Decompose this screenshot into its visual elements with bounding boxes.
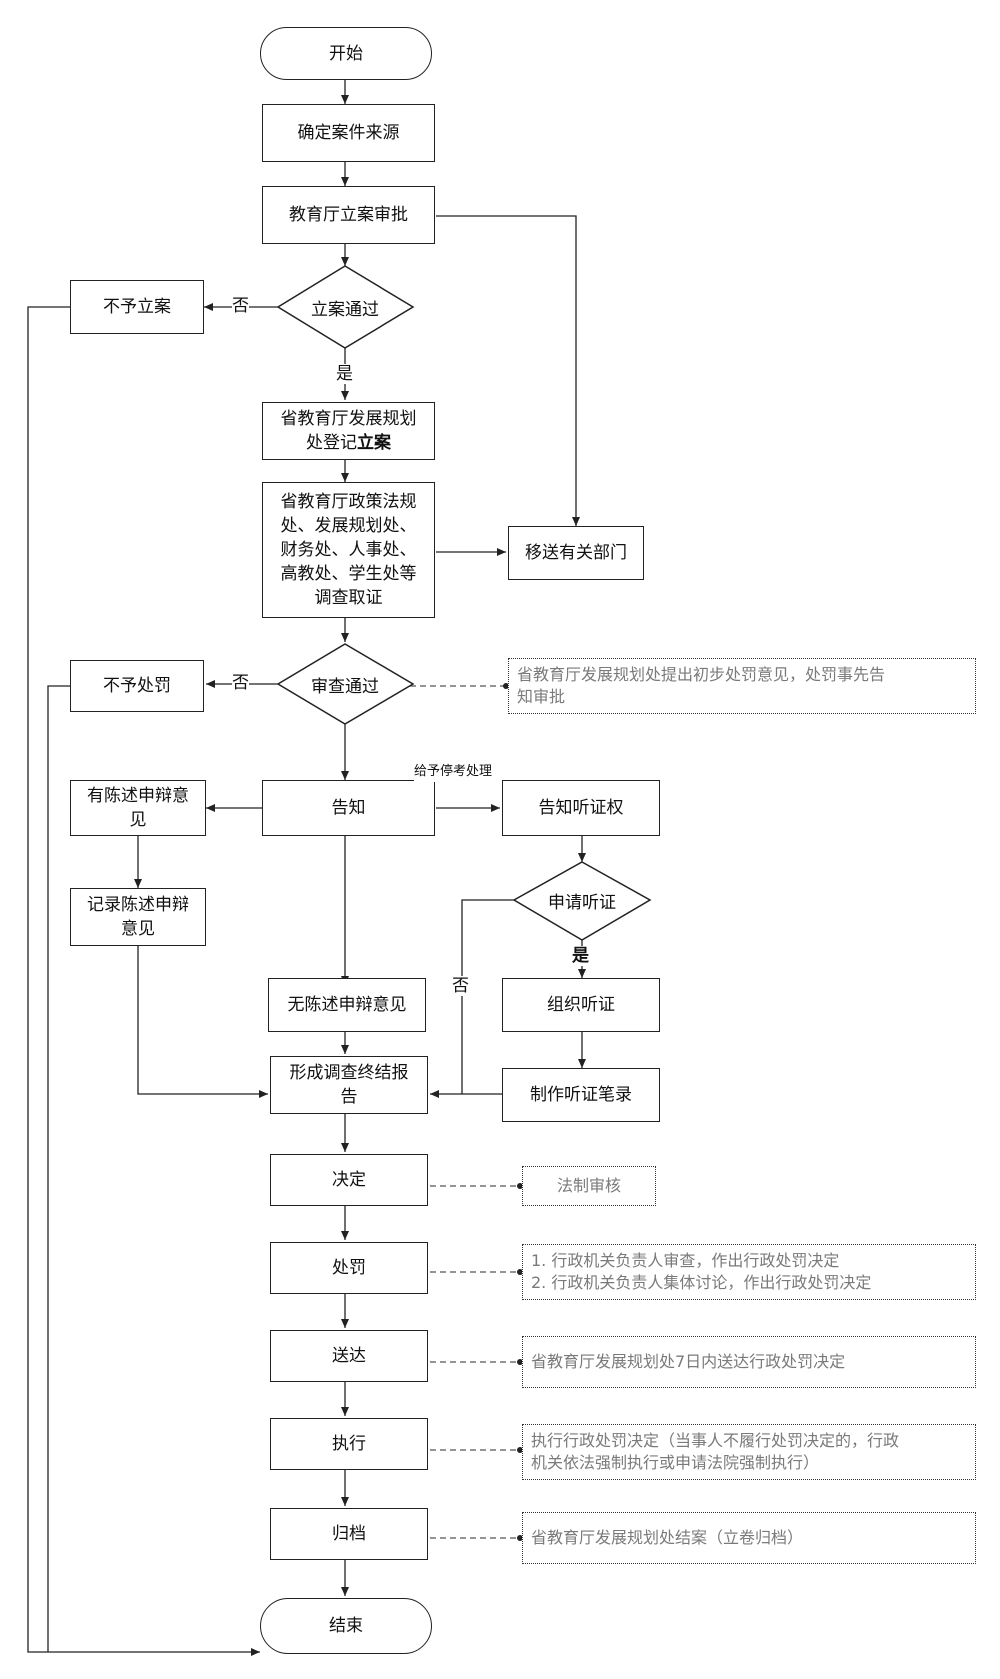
label-yes-apply: 是	[572, 946, 589, 966]
no-filing-label: 不予立案	[103, 297, 171, 317]
notify-hearing-label: 告知听证权	[538, 798, 624, 818]
notify-label: 告知	[331, 798, 366, 818]
investigate-line2: 处、发展规划处、	[280, 516, 417, 536]
punish-note: 1. 行政机关负责人审查，作出行政处罚决定 2. 行政机关负责人集体讨论，作出行…	[522, 1244, 976, 1300]
arrow-record-report	[137, 946, 268, 1098]
end-label: 结束	[329, 1616, 363, 1636]
confirm-source-box: 确定案件来源	[262, 104, 435, 162]
investigate-line4: 高教处、学生处等	[280, 564, 417, 584]
organize-hearing-box: 组织听证	[502, 978, 660, 1032]
archive-label: 归档	[332, 1524, 366, 1544]
archive-note: 省教育厅发展规划处结案（立卷归档）	[522, 1512, 976, 1564]
execute-label: 执行	[332, 1434, 366, 1454]
execute-note-line2: 机关依法强制执行或申请法院强制执行）	[531, 1453, 820, 1472]
punish-note-line2: 2. 行政机关负责人集体讨论，作出行政处罚决定	[531, 1273, 872, 1292]
has-statement-line1: 有陈述申辩意	[87, 786, 189, 806]
confirm-source-label: 确定案件来源	[297, 123, 400, 143]
review-note: 省教育厅发展规划处提出初步处罚意见，处罚事先告 知审批	[508, 658, 976, 714]
approval-box: 教育厅立案审批	[262, 186, 435, 244]
final-report-line1: 形成调查终结报	[289, 1063, 409, 1083]
line-nopenalty-end	[47, 685, 70, 1652]
end-terminator: 结束	[260, 1598, 432, 1654]
has-statement-line2: 见	[129, 810, 147, 830]
investigate-line5: 调查取证	[314, 588, 383, 608]
label-no-filing: 否	[232, 296, 249, 316]
no-statement-box: 无陈述申辩意见	[268, 978, 426, 1032]
punish-box: 处罚	[270, 1242, 428, 1294]
decide-box: 决定	[270, 1154, 428, 1206]
line-apply-no	[461, 899, 514, 1094]
start-terminator: 开始	[260, 27, 432, 80]
review-pass-text: 审查通过	[311, 676, 379, 697]
decide-label: 决定	[332, 1170, 366, 1190]
diamond-filing-pass	[276, 265, 415, 349]
deliver-note-text: 省教育厅发展规划处7日内送达行政处罚决定	[531, 1352, 846, 1371]
investigate-line1: 省教育厅政策法规	[280, 492, 417, 512]
no-statement-label: 无陈述申辩意见	[287, 995, 407, 1015]
execute-note-line1: 执行行政处罚决定（当事人不履行处罚决定的，行政	[531, 1431, 900, 1450]
final-report-line2: 告	[340, 1087, 358, 1107]
filing-pass-text: 立案通过	[311, 299, 379, 320]
no-penalty-label: 不予处罚	[103, 676, 171, 696]
deliver-label: 送达	[332, 1346, 366, 1366]
register-line1: 省教育厅发展规划	[280, 409, 417, 429]
no-penalty-box: 不予处罚	[70, 660, 204, 712]
review-note-line1: 省教育厅发展规划处提出初步处罚意见，处罚事先告	[517, 665, 886, 684]
final-report-box: 形成调查终结报 告	[270, 1056, 428, 1114]
label-no-review: 否	[232, 673, 249, 693]
label-yes-filing: 是	[336, 364, 353, 384]
filing-pass-label: 立案通过	[290, 294, 400, 320]
hearing-record-box: 制作听证笔录	[502, 1068, 660, 1122]
deliver-note: 省教育厅发展规划处7日内送达行政处罚决定	[522, 1336, 976, 1388]
transfer-box: 移送有关部门	[508, 526, 644, 580]
deliver-box: 送达	[270, 1330, 428, 1382]
execute-box: 执行	[270, 1418, 428, 1470]
approval-label: 教育厅立案审批	[289, 205, 408, 225]
punish-note-line1: 1. 行政机关负责人审查，作出行政处罚决定	[531, 1251, 840, 1270]
diamond-apply-hearing	[512, 861, 652, 941]
legal-review-note: 法制审核	[522, 1166, 656, 1206]
register-box: 省教育厅发展规划 处登记立案	[262, 402, 435, 460]
legal-review-text: 法制审核	[556, 1176, 621, 1195]
notify-hearing-box: 告知听证权	[502, 780, 660, 836]
organize-hearing-label: 组织听证	[547, 995, 615, 1015]
register-line2b: 立案	[357, 433, 391, 453]
punish-label: 处罚	[332, 1258, 366, 1278]
transfer-label: 移送有关部门	[525, 543, 627, 563]
record-statement-box: 记录陈述申辩 意见	[70, 888, 206, 946]
has-statement-box: 有陈述申辩意 见	[70, 780, 206, 836]
execute-note: 执行行政处罚决定（当事人不履行处罚决定的，行政 机关依法强制执行或申请法院强制执…	[522, 1424, 976, 1480]
diamond-review-pass	[276, 643, 415, 725]
no-filing-box: 不予立案	[70, 280, 204, 334]
review-note-line2: 知审批	[517, 687, 566, 706]
investigate-line3: 财务处、人事处、	[280, 540, 417, 560]
label-hearing-extra: 给予停考处理	[414, 762, 493, 782]
line-nofiling-end	[27, 306, 260, 1656]
arrow-approval-transfer	[436, 215, 580, 526]
notify-box: 告知	[262, 780, 435, 836]
hearing-record-label: 制作听证笔录	[530, 1085, 632, 1105]
register-line2a: 处登记	[306, 433, 357, 453]
archive-box: 归档	[270, 1508, 428, 1560]
record-statement-line2: 意见	[121, 919, 155, 939]
apply-hearing-text: 申请听证	[548, 892, 616, 913]
apply-hearing-label: 申请听证	[532, 887, 632, 913]
archive-note-text: 省教育厅发展规划处结案（立卷归档）	[531, 1528, 804, 1547]
record-statement-line1: 记录陈述申辩	[87, 895, 189, 915]
start-label: 开始	[329, 43, 363, 64]
review-pass-label: 审查通过	[290, 671, 400, 697]
investigate-box: 省教育厅政策法规 处、发展规划处、 财务处、人事处、 高教处、学生处等 调查取证	[262, 482, 435, 618]
label-no-apply: 否	[452, 976, 469, 996]
